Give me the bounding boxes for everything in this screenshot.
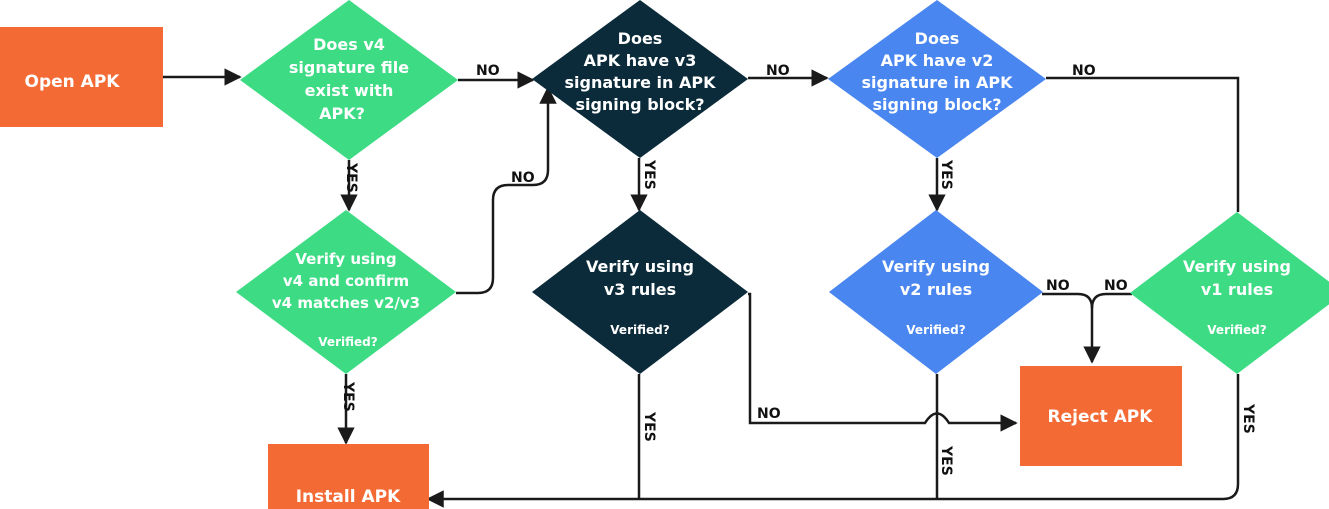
edge-verifyv1-no-to-reject	[1090, 292, 1132, 309]
label-no-verifyv1: NO	[1104, 278, 1128, 294]
node-reject-apk: Reject APK	[1020, 366, 1182, 466]
node-v4-exist-line: signature file	[289, 58, 409, 77]
node-verify-v4-line: v4 matches v2/v3	[272, 294, 420, 312]
node-verify-v2: Verify using v2 rules Verified?	[829, 210, 1043, 374]
label-yes-verifyv3: YES	[641, 411, 657, 442]
edge-verifyv3-no-to-reject	[748, 292, 1018, 432]
node-verify-v1-sub: Verified?	[1207, 323, 1266, 337]
node-v2-block-line: APK have v2	[881, 51, 994, 70]
node-v3-block-line: Does	[618, 29, 663, 48]
node-verify-v2-sub: Verified?	[906, 323, 965, 337]
node-v4-exist-line: Does v4	[313, 35, 385, 54]
node-verify-v4-line: Verify using	[295, 250, 396, 268]
node-reject-apk-label: Reject APK	[1048, 407, 1154, 427]
node-v3-block-line: signing block?	[575, 95, 704, 114]
node-verify-v2-line: v2 rules	[900, 280, 972, 299]
node-verify-v4-line: v4 and confirm	[283, 272, 409, 290]
node-verify-v3: Verify using v3 rules Verified?	[532, 210, 748, 374]
node-verify-v4: Verify using v4 and confirm v4 matches v…	[236, 210, 456, 374]
label-no-verifyv3: NO	[757, 406, 781, 422]
label-yes-verifyv4: YES	[340, 381, 356, 412]
label-no-verifyv4: NO	[511, 170, 535, 186]
label-yes-verifyv1: YES	[1240, 403, 1256, 434]
node-verify-v1-line: Verify using	[1183, 257, 1291, 276]
edge-v2-no-to-v1	[1046, 76, 1240, 212]
label-no-v4: NO	[476, 63, 500, 79]
edge-verifyv2-no-to-reject	[1042, 292, 1101, 364]
node-install-apk: Install APK	[268, 444, 429, 509]
node-v3-block: Does APK have v3 signature in APK signin…	[532, 0, 748, 158]
node-open-apk: Open APK	[0, 27, 163, 127]
node-v4-exist: Does v4 signature file exist with APK?	[240, 0, 458, 160]
label-yes-v2: YES	[938, 159, 954, 190]
label-no-v2: NO	[1072, 63, 1096, 79]
node-verify-v2-line: Verify using	[882, 257, 990, 276]
label-no-v3: NO	[766, 63, 790, 79]
node-v4-exist-line: APK?	[319, 104, 365, 123]
node-v2-block: Does APK have v2 signature in APK signin…	[828, 0, 1046, 158]
label-yes-verifyv2: YES	[938, 445, 954, 476]
node-v3-block-line: APK have v3	[584, 51, 697, 70]
node-v3-block-line: signature in APK	[565, 73, 717, 92]
node-install-apk-label: Install APK	[296, 487, 401, 507]
node-open-apk-label: Open APK	[25, 72, 121, 92]
node-verify-v4-sub: Verified?	[318, 335, 377, 349]
node-verify-v3-line: Verify using	[586, 257, 694, 276]
label-yes-v4: YES	[343, 162, 359, 193]
node-verify-v3-sub: Verified?	[610, 323, 669, 337]
node-v2-block-line: Does	[915, 29, 960, 48]
connectors	[163, 68, 1240, 508]
label-yes-v3: YES	[641, 159, 657, 190]
node-verify-v3-line: v3 rules	[604, 280, 676, 299]
label-no-verifyv2: NO	[1046, 278, 1070, 294]
edge-yes-bus-to-install	[426, 374, 1240, 508]
node-v4-exist-line: exist with	[305, 81, 394, 100]
edge-verifyv4-no-to-v3	[456, 86, 557, 295]
node-v2-block-line: signing block?	[872, 95, 1001, 114]
edge-labels: NO NO NO NO NO NO NO YES YES YES YES YES…	[340, 63, 1256, 476]
node-v2-block-line: signature in APK	[862, 73, 1014, 92]
node-verify-v1-line: v1 rules	[1201, 280, 1273, 299]
node-verify-v1: Verify using v1 rules Verified?	[1130, 212, 1329, 374]
